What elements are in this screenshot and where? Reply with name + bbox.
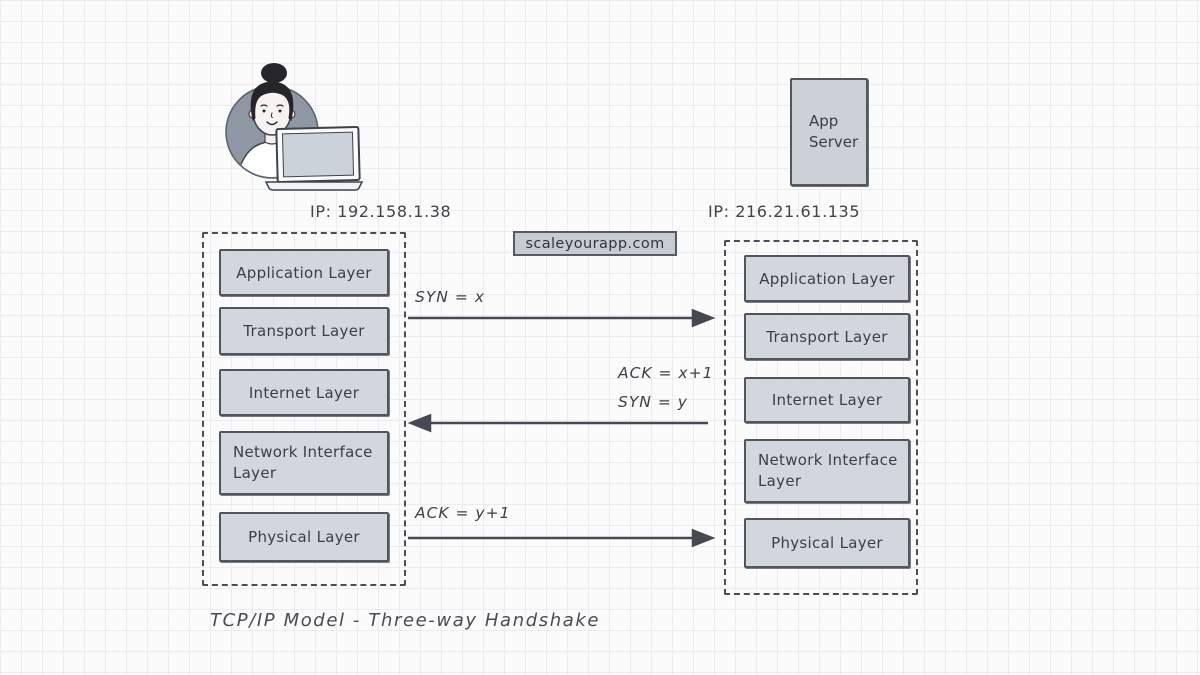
app-server-box: App Server <box>790 78 868 186</box>
client-person-illustration <box>225 63 364 191</box>
server-ip-label: IP: 216.21.61.135 <box>708 202 861 221</box>
laptop-screen <box>281 131 355 178</box>
server-network-interface-layer: Network Interface Layer <box>744 439 910 503</box>
server-internet-layer: Internet Layer <box>744 377 910 423</box>
server-transport-layer: Transport Layer <box>744 313 910 360</box>
hair-bun <box>261 63 287 83</box>
ack-arrowhead-right <box>691 528 716 548</box>
syn-message-label: SYN = x <box>415 288 485 306</box>
app-server-label-line2: Server <box>809 133 859 151</box>
eye-right <box>278 109 282 113</box>
server-physical-layer: Physical Layer <box>744 518 910 568</box>
client-ip-label: IP: 192.158.1.38 <box>310 202 452 221</box>
nose <box>270 112 273 118</box>
client-network-interface-layer: Network Interface Layer <box>219 431 389 495</box>
laptop-base <box>264 181 364 191</box>
smile <box>266 121 278 126</box>
watermark-badge: scaleyourapp.com <box>513 231 677 256</box>
diagram-caption: TCP/IP Model - Three-way Handshake <box>210 610 601 631</box>
synack-arrowhead-left <box>407 413 432 433</box>
eyebrow-right <box>276 104 284 107</box>
client-tcpip-stack-container <box>202 232 406 586</box>
eyebrow-left <box>260 104 268 107</box>
app-server-label-line1: App <box>809 112 839 130</box>
laptop <box>264 125 364 191</box>
syn-arrowhead-right <box>691 308 716 328</box>
client-physical-layer: Physical Layer <box>219 512 389 562</box>
client-application-layer: Application Layer <box>219 249 389 296</box>
server-tcpip-stack-container <box>724 240 918 595</box>
eye-left <box>262 109 266 113</box>
ack-message-label-line1: ACK = x+1 <box>618 364 714 382</box>
syn2-message-label-line2: SYN = y <box>618 393 688 411</box>
client-transport-layer: Transport Layer <box>219 307 389 355</box>
server-application-layer: Application Layer <box>744 255 910 302</box>
client-internet-layer: Internet Layer <box>219 369 389 416</box>
final-ack-message-label: ACK = y+1 <box>415 504 511 522</box>
